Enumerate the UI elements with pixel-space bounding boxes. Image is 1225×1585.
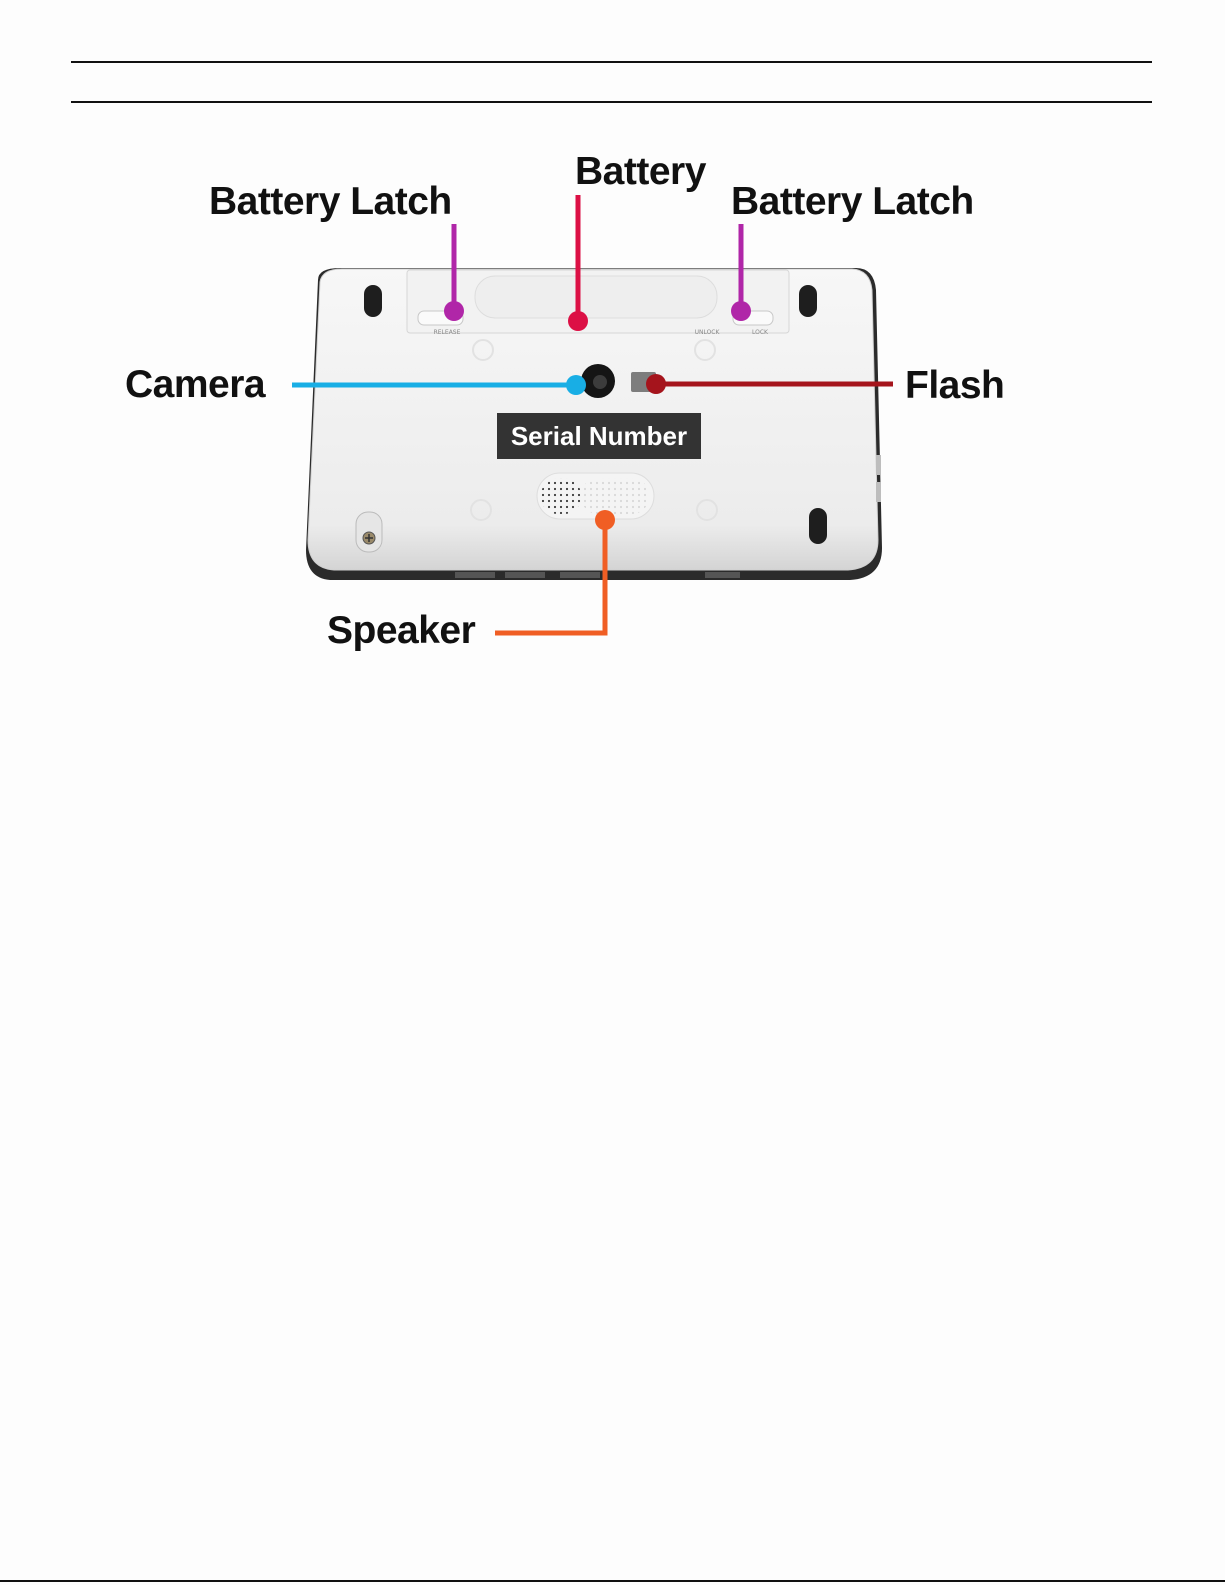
battery-latch-right-label: Battery Latch [731,182,974,221]
battery-callout-dot [568,311,588,331]
speaker-callout-dot [595,510,615,530]
serial-number-label: Serial Number [497,413,701,459]
battery-latch-left-callout-dot [444,301,464,321]
side-button [876,455,881,475]
flash-label: Flash [905,366,1004,405]
flash-callout-dot [646,374,666,394]
camera-label: Camera [125,365,265,404]
bottom-port [705,572,740,578]
rubber-foot [364,285,382,317]
side-button [876,482,881,502]
bottom-port [455,572,495,578]
battery-latch-right-callout-dot [731,301,751,321]
footer-rule [0,1580,1225,1582]
release-marking: RELEASE [434,329,461,336]
battery-label: Battery [575,152,706,191]
speaker-holes [541,478,581,514]
lock-marking: LOCK [752,329,769,336]
bottom-port [505,572,545,578]
speaker-label: Speaker [327,611,475,650]
battery-latch-left-label: Battery Latch [209,182,452,221]
unlock-marking: UNLOCK [695,329,721,336]
rubber-foot [809,508,827,544]
rubber-foot [799,285,817,317]
battery-grip [475,276,717,318]
camera-callout-dot [566,375,586,395]
bottom-port [560,572,600,578]
